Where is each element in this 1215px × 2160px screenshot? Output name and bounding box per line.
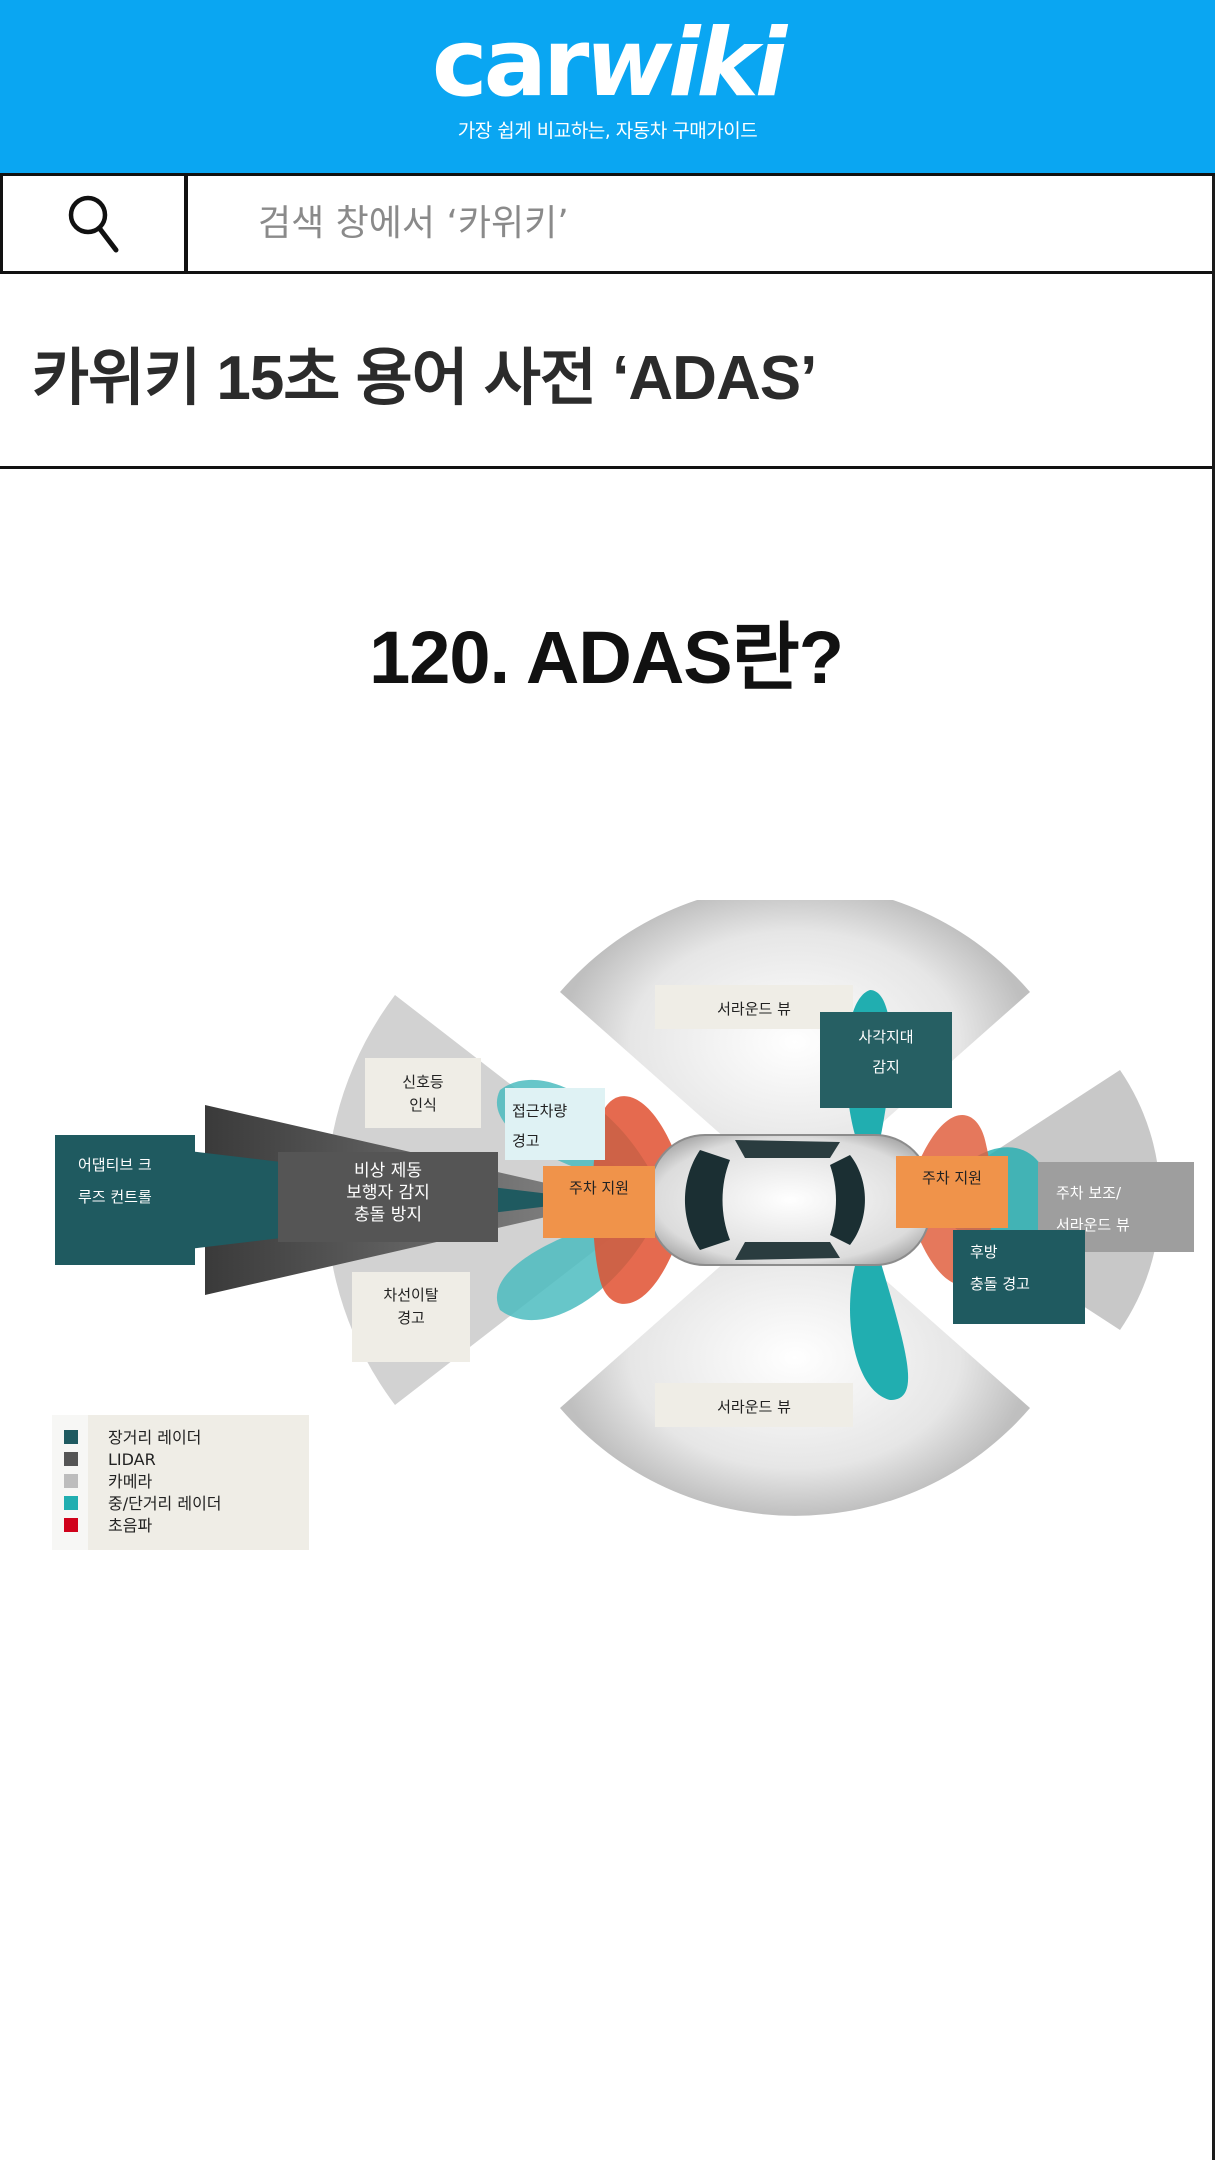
adas-diagram: 어댑티브 크 루즈 컨트롤 비상 제동 보행자 감지 충돌 방지 신호등 인식 … (52, 900, 1194, 1550)
svg-text:중/단거리 레이더: 중/단거리 레이더 (108, 1494, 222, 1513)
legend-item: 장거리 레이더 (64, 1428, 201, 1447)
radar-field-rear-lower (850, 1250, 909, 1400)
svg-text:사각지대: 사각지대 (858, 1028, 913, 1046)
svg-text:주차 지원: 주차 지원 (569, 1179, 629, 1197)
label-approach-warning: 접근차량 경고 (505, 1088, 605, 1160)
svg-text:초음파: 초음파 (108, 1516, 152, 1535)
label-park-assist-front: 주차 지원 (543, 1166, 655, 1238)
search-button[interactable] (3, 176, 188, 271)
surround-camera-field-bottom (560, 1200, 1030, 1516)
svg-text:서라운드 뷰: 서라운드 뷰 (717, 1000, 791, 1018)
label-park-assist-rear: 주차 지원 (896, 1156, 1008, 1228)
label-traffic-sign: 신호등 인식 (365, 1058, 481, 1128)
svg-text:경고: 경고 (512, 1132, 540, 1150)
svg-text:루즈 컨트롤: 루즈 컨트롤 (78, 1188, 152, 1206)
svg-text:비상 제동: 비상 제동 (354, 1161, 422, 1181)
legend-item: 카메라 (64, 1472, 152, 1491)
svg-text:카메라: 카메라 (108, 1472, 152, 1491)
svg-text:인식: 인식 (409, 1096, 437, 1114)
svg-text:서라운드 뷰: 서라운드 뷰 (717, 1398, 791, 1416)
svg-text:감지: 감지 (872, 1058, 900, 1076)
search-icon (68, 195, 118, 252)
label-emergency-braking: 비상 제동 보행자 감지 충돌 방지 (278, 1152, 498, 1242)
svg-text:주차 보조/: 주차 보조/ (1056, 1184, 1122, 1202)
article-title: 카위키 15초 용어 사전 ‘ADAS’ (0, 277, 1212, 469)
car-top-view (649, 1134, 931, 1266)
site-header: carwiki 가장 쉽게 비교하는, 자동차 구매가이드 (0, 0, 1215, 176)
svg-text:접근차량: 접근차량 (512, 1102, 567, 1120)
label-blind-spot: 사각지대 감지 (820, 1012, 952, 1108)
surround-camera-field-top (560, 900, 1030, 1200)
svg-text:서라운드 뷰: 서라운드 뷰 (1056, 1216, 1130, 1234)
site-tagline: 가장 쉽게 비교하는, 자동차 구매가이드 (457, 120, 758, 142)
svg-text:장거리 레이더: 장거리 레이더 (108, 1428, 201, 1447)
label-lane-departure: 차선이탈 경고 (352, 1272, 470, 1362)
legend-item: 중/단거리 레이더 (64, 1494, 222, 1513)
search-input[interactable] (188, 176, 1212, 271)
svg-text:어댑티브 크: 어댑티브 크 (78, 1156, 152, 1174)
diagram-legend: 장거리 레이더 LIDAR 카메라 중/단거리 레이더 초음파 (52, 1415, 309, 1550)
svg-text:LIDAR: LIDAR (108, 1450, 156, 1469)
svg-text:충돌 방지: 충돌 방지 (354, 1205, 422, 1225)
svg-text:충돌 경고: 충돌 경고 (970, 1275, 1030, 1293)
svg-text:보행자 감지: 보행자 감지 (346, 1183, 430, 1203)
carwiki-logo[interactable]: carwiki (431, 9, 787, 118)
svg-text:신호등: 신호등 (402, 1073, 444, 1091)
search-bar (0, 176, 1212, 274)
legend-item: LIDAR (64, 1450, 156, 1469)
svg-text:차선이탈: 차선이탈 (383, 1286, 438, 1304)
label-acc: 어댑티브 크 루즈 컨트롤 (55, 1135, 195, 1265)
label-rear-collision-warning: 후방 충돌 경고 (953, 1230, 1085, 1324)
legend-item: 초음파 (64, 1516, 152, 1535)
svg-text:주차 지원: 주차 지원 (922, 1169, 982, 1187)
figure-title: 120. ADAS란? (369, 616, 844, 699)
svg-text:후방: 후방 (970, 1243, 998, 1261)
label-surround-view-bottom: 서라운드 뷰 (655, 1383, 853, 1427)
svg-text:경고: 경고 (397, 1309, 425, 1327)
